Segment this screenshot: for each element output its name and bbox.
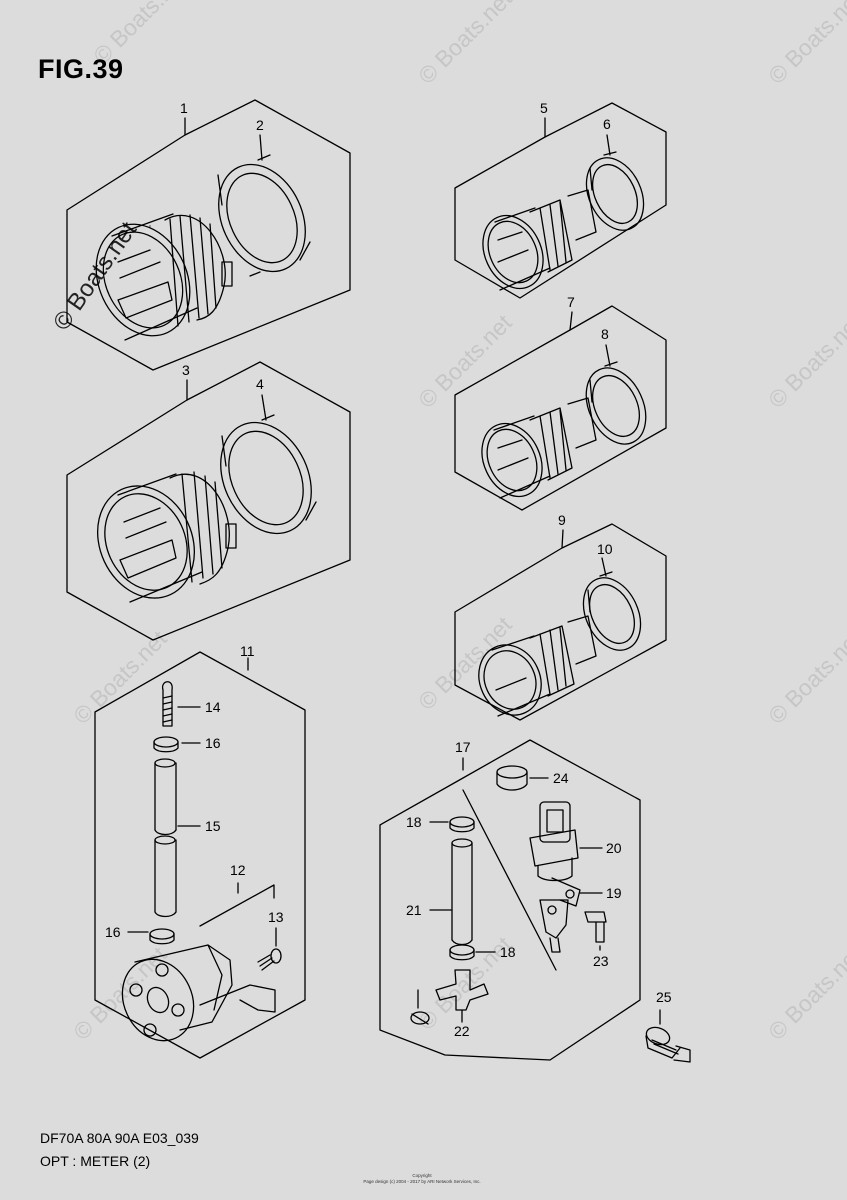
part-label: 16	[205, 735, 221, 751]
hose-clip-16-bottom	[127, 928, 175, 945]
copyright-text: Page design (c) 2004 - 2017 by ARI Netwo…	[363, 1179, 481, 1184]
tee-joint-22	[435, 969, 489, 1023]
part-label: 24	[553, 770, 569, 786]
part-label: 21	[406, 902, 422, 918]
part-label: 11	[240, 643, 255, 659]
part-label: 10	[597, 541, 613, 557]
hose-clip-18-bottom	[449, 944, 496, 961]
part-label: 19	[606, 885, 622, 901]
group-box-17	[379, 739, 641, 1061]
part-label: 18	[500, 944, 516, 960]
hose-clip-16-top	[153, 736, 201, 753]
part-label: 4	[256, 376, 264, 392]
part-label: 23	[593, 953, 609, 969]
part-label: 12	[230, 862, 246, 878]
part-label: 3	[182, 362, 190, 378]
group-box-9	[454, 523, 667, 721]
cap-24	[496, 765, 549, 791]
meter-9	[478, 615, 597, 717]
category-label: OPT : METER (2)	[40, 1153, 151, 1169]
part-label: 20	[606, 840, 622, 856]
part-label: 7	[567, 294, 575, 310]
part-label: 16	[105, 924, 121, 940]
bezel-ring-8	[585, 344, 647, 445]
hose-clip-18-side	[410, 989, 430, 1025]
part-label: 25	[656, 989, 672, 1005]
hose-15	[154, 758, 201, 918]
model-code: DF70A 80A 90A E03_039	[40, 1130, 199, 1146]
meter-5	[482, 189, 597, 291]
fitting-body	[539, 899, 569, 953]
plug-25	[645, 1009, 691, 1063]
bolt-23	[584, 911, 607, 951]
copyright-heading: Copyright	[412, 1173, 432, 1178]
hose-21	[429, 838, 473, 946]
bracket-19	[551, 877, 603, 907]
part-label: 2	[256, 117, 264, 133]
group-box-7	[454, 305, 667, 511]
part-label: 17	[455, 739, 471, 755]
part-label: 5	[540, 100, 548, 116]
bezel-ring-10	[582, 557, 642, 651]
group-box-5	[454, 102, 667, 299]
part-label: 14	[205, 699, 221, 715]
part-label: 8	[601, 326, 609, 342]
group-box-11	[94, 651, 306, 1059]
pitot-pickup-12	[121, 882, 276, 1042]
part-label: 6	[603, 116, 611, 132]
meter-7	[481, 397, 597, 499]
sensor-20	[529, 801, 603, 882]
screw-13	[257, 927, 282, 971]
part-label: 13	[268, 909, 284, 925]
part-label: 9	[558, 512, 566, 528]
bezel-ring-6	[585, 134, 645, 231]
bezel-ring-4	[220, 394, 317, 535]
hose-fitting-14	[161, 681, 201, 727]
meter-3	[96, 471, 237, 603]
part-label: 18	[406, 814, 422, 830]
meter-1	[95, 213, 233, 341]
figure-title: FIG.39	[38, 54, 124, 84]
part-label: 15	[205, 818, 221, 834]
part-label: 22	[454, 1023, 470, 1039]
bezel-ring-2	[217, 134, 311, 277]
group-box-1	[66, 99, 351, 371]
group-box-3	[66, 361, 351, 641]
hose-clip-18-top	[429, 816, 475, 833]
part-label: 1	[180, 100, 188, 116]
